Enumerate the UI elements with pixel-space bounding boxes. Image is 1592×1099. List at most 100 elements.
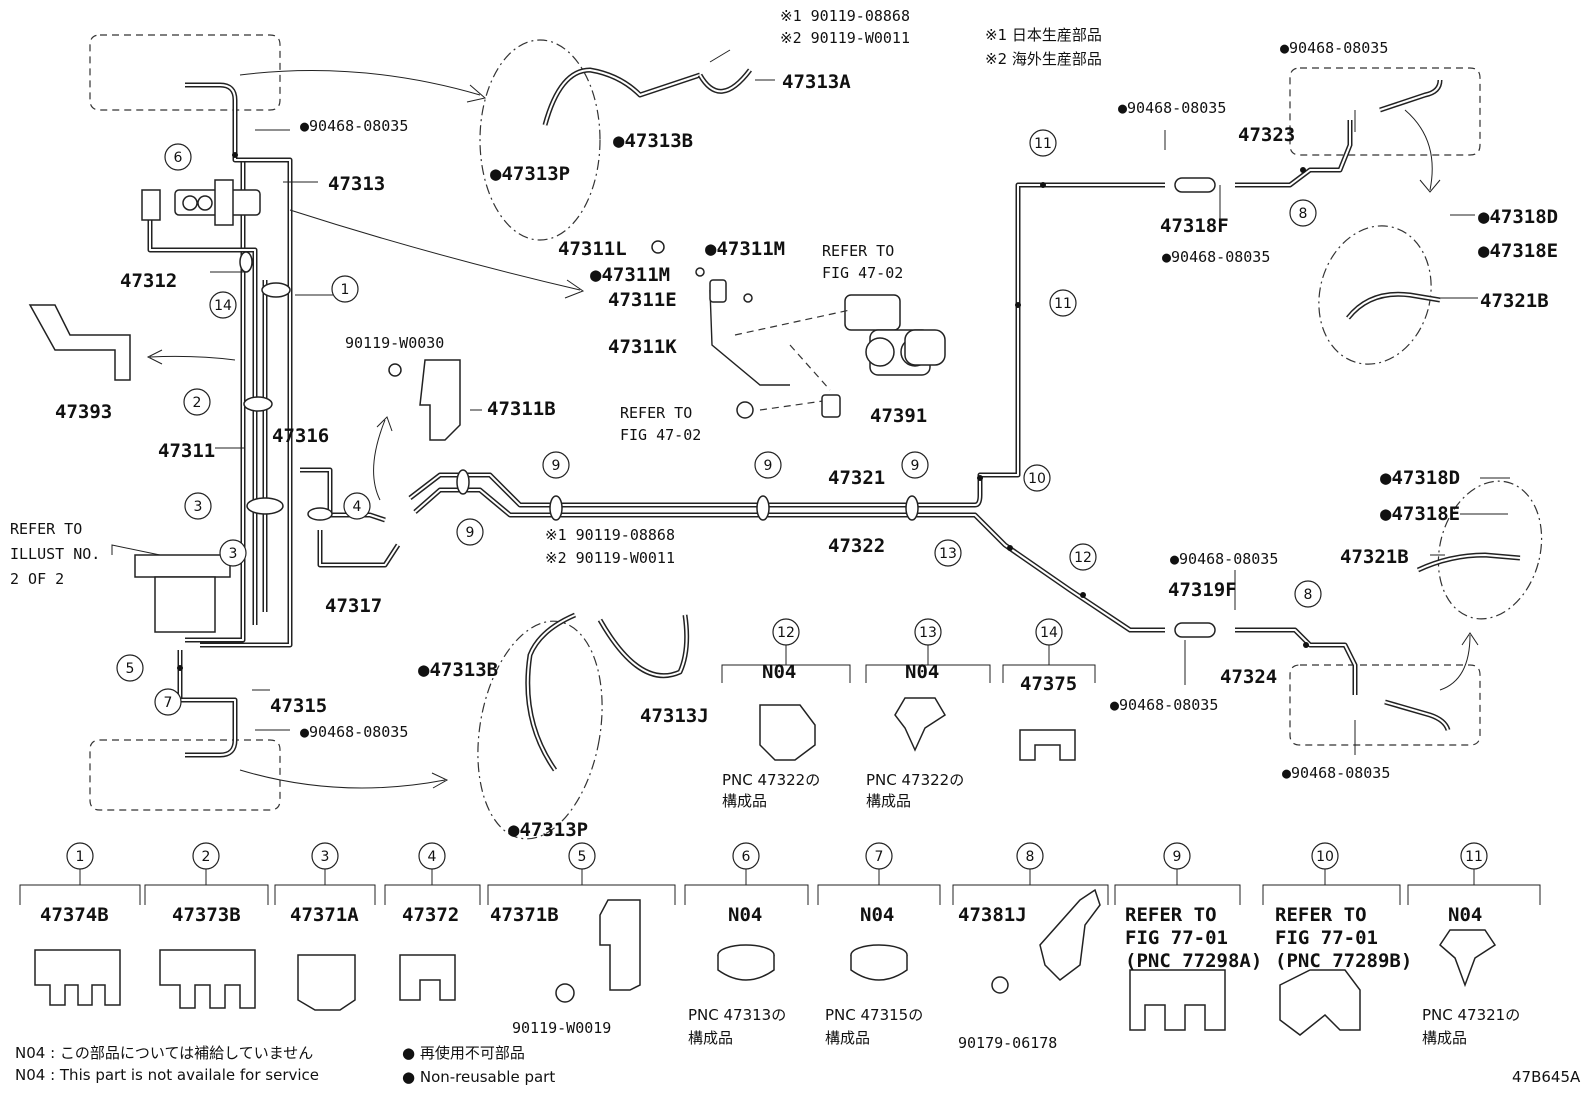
callout-label: 47317 — [325, 595, 382, 617]
route-mark-number: 1 — [341, 282, 350, 298]
route-mark-circle — [1049, 289, 1077, 317]
bottom-part-number: 2 — [202, 849, 211, 865]
route-mark-circle — [154, 688, 182, 716]
master-cylinder — [28, 179, 946, 633]
route-mark-circle — [901, 451, 929, 479]
callout-label: 47321 — [828, 467, 885, 489]
route-mark-number: 2 — [193, 395, 202, 411]
callout-label: ●47313B — [418, 659, 498, 681]
callout-label: REFER TO — [822, 242, 894, 260]
bottom-part-circle — [418, 842, 446, 870]
route-mark-number: 14 — [214, 298, 232, 314]
bottom-part-number: 1 — [76, 849, 85, 865]
route-mark-circle — [754, 451, 782, 479]
route-mark-number: 6 — [174, 150, 183, 166]
bottom-part-number: 4 — [428, 849, 437, 865]
callout-label: ※2 90119-W0011 — [545, 549, 675, 567]
bottom-part-note: PNC 47321の — [1422, 1006, 1520, 1024]
pipe-elbows — [185, 79, 1451, 758]
route-mark-number: 9 — [466, 525, 475, 541]
mid-part-circle — [1035, 618, 1063, 646]
callout-label: ●90468-08035 — [1170, 550, 1278, 568]
route-mark-circle — [1069, 543, 1097, 571]
bottom-part-number: 5 — [578, 849, 587, 865]
callout-label: 47321B — [1480, 290, 1549, 312]
bottom-part-number: 8 — [1026, 849, 1035, 865]
bottom-part-circle — [1311, 842, 1339, 870]
route-mark-circle — [343, 492, 371, 520]
callout-label: ※1 90119-08868 — [545, 526, 675, 544]
callout-label: ●90468-08035 — [1162, 248, 1270, 266]
callout-label: 2 OF 2 — [10, 570, 64, 588]
callout-label: ●90468-08035 — [1110, 696, 1218, 714]
callout-label: 47318F — [1160, 215, 1229, 237]
route-mark-number: 9 — [552, 458, 561, 474]
route-mark-number: 9 — [764, 458, 773, 474]
route-mark-number: 7 — [164, 695, 173, 711]
bottom-part-number: 3 — [321, 849, 330, 865]
bottom-part-code: 47373B — [172, 904, 241, 926]
bottom-parts: 147374B247373B347371A447372547371B90119-… — [40, 842, 1520, 1052]
mid-part-note: PNC 47322の — [722, 771, 820, 789]
callout-label: 47324 — [1220, 666, 1277, 688]
mid-part-note: 構成品 — [866, 792, 911, 810]
callout-label: REFER TO — [620, 404, 692, 422]
route-mark-number: 10 — [1028, 471, 1046, 487]
callout-label: 47315 — [270, 695, 327, 717]
bottom-part-note: PNC 47313の — [688, 1006, 786, 1024]
route-mark-circle — [209, 291, 237, 319]
leader-lines — [111, 49, 1510, 755]
bottom-part-circle — [1016, 842, 1044, 870]
bottom-part-number: 7 — [875, 849, 884, 865]
route-mark-circle — [1023, 464, 1051, 492]
route-mark-number: 8 — [1299, 206, 1308, 222]
route-mark-circle — [1294, 580, 1322, 608]
bottom-part-code: N04 — [860, 904, 894, 926]
bottom-part-code-line3: (PNC 77298A) — [1125, 950, 1262, 972]
callout-label: 47391 — [870, 405, 927, 427]
bottom-part-circle — [865, 842, 893, 870]
footer-nonreuse-jp: ● 再使用不可部品 — [402, 1044, 525, 1062]
route-mark-number: 3 — [194, 499, 203, 515]
mid-part-number: 12 — [777, 625, 795, 641]
bottom-part-code: 47381J — [958, 904, 1027, 926]
bottom-part-code: 47374B — [40, 904, 109, 926]
bottom-part-code: 47371A — [290, 904, 359, 926]
bottom-part-code-line3: (PNC 77289B) — [1275, 950, 1412, 972]
mid-part-code: 47375 — [1020, 673, 1077, 695]
bottom-part-code-line2: FIG 77-01 — [1275, 927, 1378, 949]
callout-label: ●47318D — [1380, 467, 1460, 489]
route-mark-circle — [456, 518, 484, 546]
mid-part-note: PNC 47322の — [866, 771, 964, 789]
route-mark-circle — [164, 143, 192, 171]
callout-label: ●47313P — [490, 163, 570, 185]
route-mark-number: 11 — [1034, 136, 1052, 152]
bottom-part-note: PNC 47315の — [825, 1006, 923, 1024]
callout-label: 47321B — [1340, 546, 1409, 568]
callout-label: 47393 — [55, 401, 112, 423]
route-arrows — [146, 70, 1479, 789]
route-mark-circle — [542, 451, 570, 479]
callout-label: ●47313B — [613, 130, 693, 152]
bottom-part-code: REFER TO — [1125, 904, 1217, 926]
callout-label: ●90468-08035 — [300, 723, 408, 741]
flex-hoses — [525, 67, 752, 772]
route-mark-circle — [116, 654, 144, 682]
footer-nonreuse-en: ● Non-reusable part — [402, 1068, 555, 1086]
callout-label: 47319F — [1168, 579, 1237, 601]
bottom-part-code-line2: FIG 77-01 — [1125, 927, 1228, 949]
route-mark-dots — [177, 152, 1309, 671]
callout-label: ●47318E — [1478, 240, 1558, 262]
bottom-part-code: 47372 — [402, 904, 459, 926]
route-mark-number: 12 — [1074, 550, 1092, 566]
route-mark-circle — [184, 492, 212, 520]
route-mark-circle — [1029, 129, 1057, 157]
bottom-part-code: REFER TO — [1275, 904, 1367, 926]
callout-label: ※1 90119-08868 — [780, 7, 910, 25]
bottom-part-circle — [1163, 842, 1191, 870]
mid-part-circle — [914, 618, 942, 646]
callout-label: 47311E — [608, 289, 677, 311]
callout-label: REFER TO — [10, 520, 82, 538]
callout-label: ●90468-08035 — [1282, 764, 1390, 782]
